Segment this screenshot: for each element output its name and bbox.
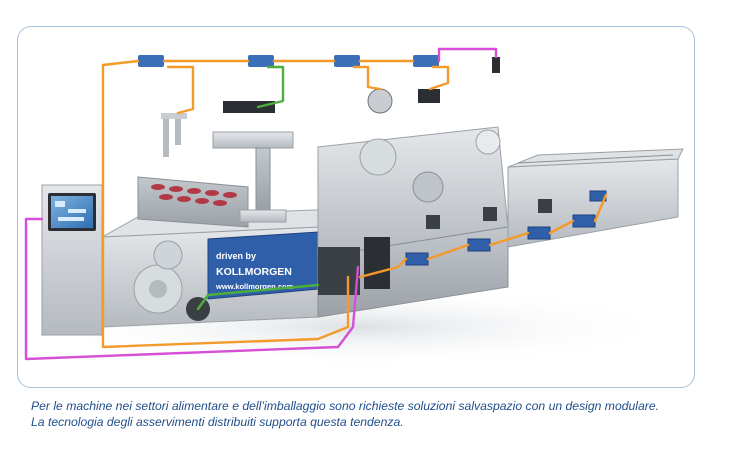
- cables: [24, 47, 608, 361]
- green-cable: [256, 65, 285, 109]
- conveyor-tail: [507, 148, 684, 248]
- machine-illustration: driven by KOLLMORGEN www.kollmorgen.com: [24, 47, 684, 367]
- panel-line-2: KOLLMORGEN: [216, 266, 292, 278]
- machine-body-right: [317, 126, 509, 318]
- hmi-terminal: [41, 184, 103, 336]
- kollmorgen-panel: driven by KOLLMORGEN www.kollmorgen.com: [207, 231, 319, 300]
- drive-cabinet: [318, 247, 360, 295]
- magenta-cable: [24, 217, 360, 361]
- panel-line-1: driven by: [216, 251, 256, 261]
- orange-cable-main: [101, 59, 350, 349]
- illustration-frame: driven by KOLLMORGEN www.kollmorgen.com: [17, 26, 695, 388]
- press-tower: [212, 131, 294, 223]
- panel-line-3: www.kollmorgen.com: [215, 282, 294, 291]
- top-devices: [138, 55, 500, 157]
- figure-caption: Per le machine nei settori alimentare e …: [31, 399, 660, 429]
